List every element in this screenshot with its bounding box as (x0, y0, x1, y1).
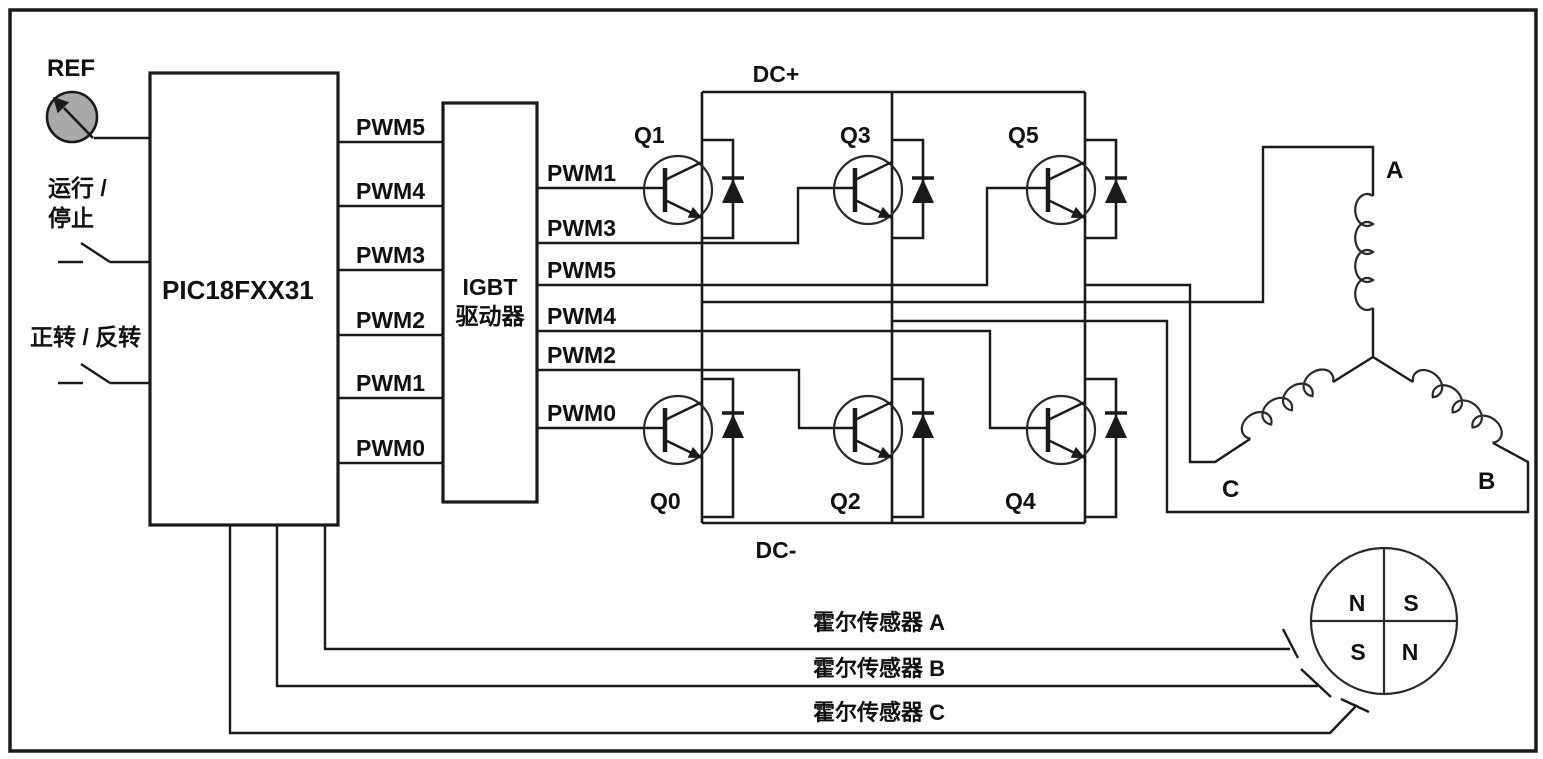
igbt-label-line2: 驱动器 (456, 303, 526, 329)
signal-wires (58, 136, 1048, 465)
hall-sensor-wires (228, 525, 1370, 735)
phase-wires (702, 145, 1530, 514)
dc-minus-label: DC- (756, 537, 797, 563)
pwm-input-labels: PWM5 PWM4 PWM3 PWM2 PWM1 PWM0 (356, 114, 425, 461)
transistor-label: Q5 (1008, 122, 1039, 148)
run-stop-switch: 运行 / 停止 (48, 175, 107, 231)
motor-winding-b (1411, 368, 1503, 444)
phase-b-label: B (1478, 468, 1495, 495)
pwm-input-label: PWM5 (356, 114, 425, 140)
forward-reverse-label: 正转 / 反转 (30, 324, 141, 350)
pwm-output-label: PWM0 (547, 400, 616, 426)
pic-controller-block: PIC18FXX31 (148, 71, 340, 527)
pwm-output-label: PWM4 (547, 303, 616, 329)
phase-c-label: C (1222, 476, 1239, 503)
transistor-label: Q1 (634, 122, 665, 148)
forward-reverse-switch: 正转 / 反转 (30, 324, 141, 350)
run-stop-label-line1: 运行 / (48, 175, 107, 201)
ref-potentiometer: REF (45, 55, 99, 144)
transistor-labels: Q1 Q3 Q5 Q0 Q2 Q4 (634, 122, 1039, 514)
hall-sensor-labels: 霍尔传感器 A 霍尔传感器 B 霍尔传感器 C (813, 610, 945, 725)
run-stop-label-line2: 停止 (48, 205, 94, 231)
pic-label: PIC18FXX31 (162, 275, 314, 305)
disc-cross (1311, 548, 1457, 694)
pwm-input-label: PWM2 (356, 307, 425, 333)
disc-quadrant-label: N (1349, 590, 1366, 616)
igbt-driver-block: IGBT 驱动器 (441, 101, 539, 504)
igbt-block-outline (441, 101, 539, 504)
hall-sensor-a-label: 霍尔传感器 A (813, 610, 945, 635)
pwm-output-label: PWM3 (547, 215, 616, 241)
transistor-label: Q3 (840, 122, 871, 148)
phase-a-label: A (1386, 157, 1403, 184)
phase-labels: A B C (1222, 157, 1495, 503)
motor-winding-a (1354, 192, 1375, 312)
igbt-label-line1: IGBT (463, 274, 518, 300)
transistor-label: Q0 (650, 488, 681, 514)
pwm-input-label: PWM3 (356, 242, 425, 268)
pic-block-outline (148, 71, 340, 527)
pwm-output-labels: PWM1 PWM3 PWM5 PWM4 PWM2 PWM0 (547, 160, 616, 426)
potentiometer-wiper (63, 107, 94, 139)
hall-sensor-b-label: 霍尔传感器 B (813, 656, 945, 681)
disc-quadrant-label: S (1403, 590, 1418, 616)
motor-winding-c (1240, 368, 1335, 440)
diagram-border (8, 8, 1538, 753)
pwm-input-label: PWM4 (356, 178, 425, 204)
potentiometer-arrow-icon (53, 97, 70, 114)
pwm-input-label: PWM1 (356, 370, 425, 396)
dc-plus-label: DC+ (753, 61, 800, 87)
transistor-label: Q4 (1005, 488, 1036, 514)
ref-label: REF (47, 55, 95, 82)
pwm-output-label: PWM5 (547, 257, 616, 283)
disc-quadrant-label: S (1350, 639, 1365, 665)
pwm-output-label: PWM1 (547, 160, 616, 186)
hall-sensor-c-label: 霍尔传感器 C (813, 700, 945, 725)
disc-quadrant-label: N (1402, 639, 1419, 665)
pwm-input-label: PWM0 (356, 435, 425, 461)
pwm-output-label: PWM2 (547, 342, 616, 368)
transistor-label: Q2 (830, 488, 861, 514)
rotor-magnet-disc: N S S N (1309, 546, 1459, 696)
